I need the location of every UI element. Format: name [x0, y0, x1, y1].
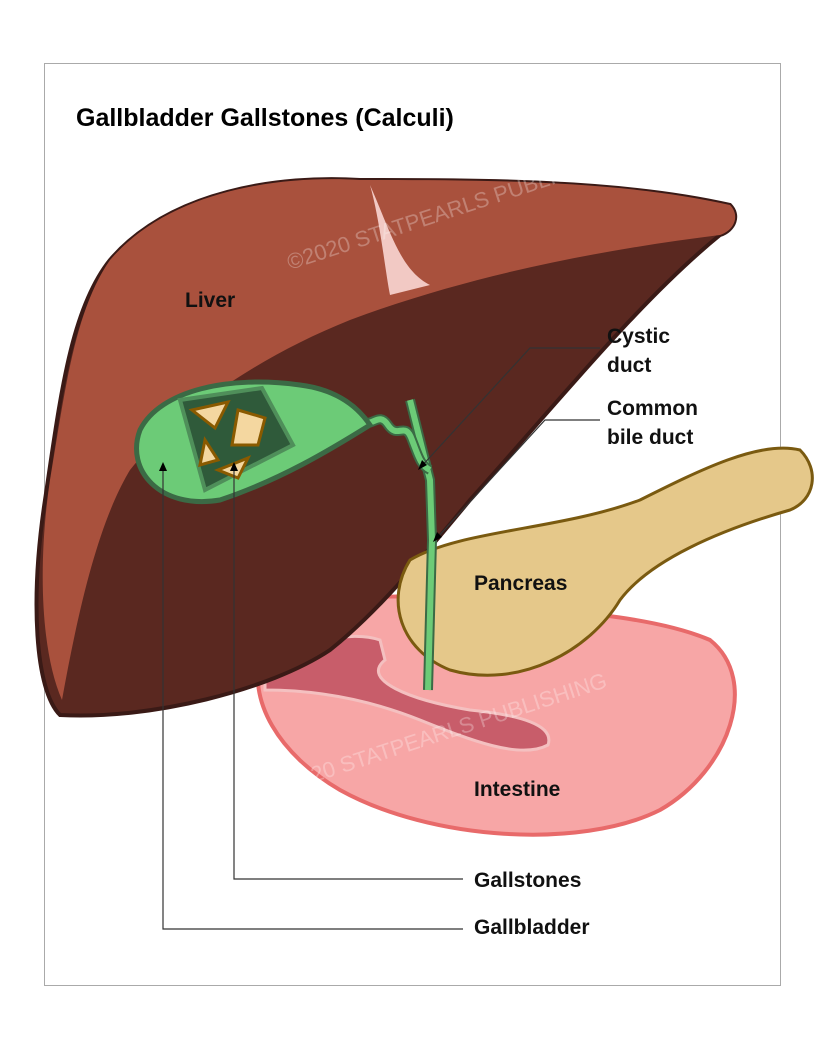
- gallstones: [188, 399, 267, 480]
- label-pancreas: Pancreas: [474, 572, 568, 595]
- leader-lines: [162, 347, 600, 930]
- pancreas: [396, 446, 814, 677]
- label-cystic-duct: Cystic duct: [607, 325, 671, 377]
- intestine: [255, 594, 737, 837]
- page-title: Gallbladder Gallstones (Calculi): [76, 104, 454, 132]
- arrowheads: [159, 460, 442, 542]
- liver: [34, 177, 738, 718]
- label-intestine: Intestine: [474, 778, 561, 801]
- label-liver: Liver: [185, 289, 236, 312]
- label-common-bile-duct: Common bile duct: [607, 397, 698, 449]
- label-gallstones: Gallstones: [474, 869, 582, 892]
- gallbladder: [134, 379, 438, 691]
- label-gallbladder: Gallbladder: [474, 916, 590, 939]
